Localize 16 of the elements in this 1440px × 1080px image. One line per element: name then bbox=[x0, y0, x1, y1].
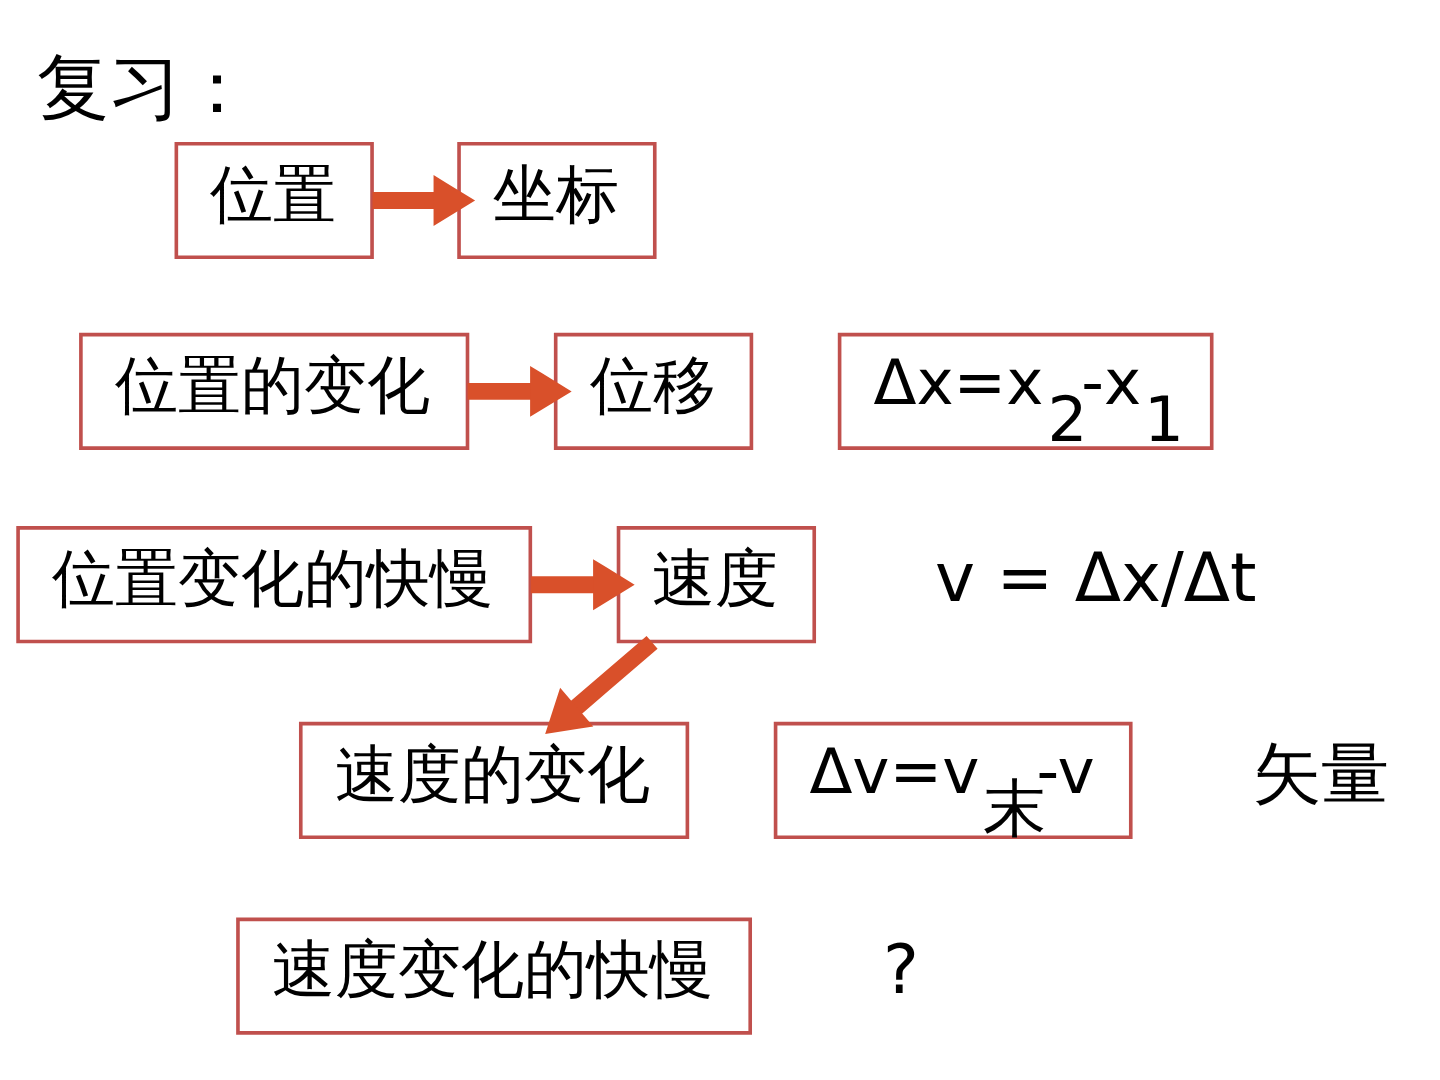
arrow bbox=[530, 559, 635, 611]
diagram-title: 复习： bbox=[37, 45, 254, 130]
arrow bbox=[467, 365, 572, 417]
node-box: 速度 bbox=[616, 526, 817, 644]
arrow bbox=[545, 635, 658, 735]
node-box: 位置 bbox=[174, 141, 374, 260]
label: ? bbox=[883, 929, 919, 1009]
node-box: 速度的变化 bbox=[298, 721, 690, 839]
node-box: 坐标 bbox=[457, 141, 657, 260]
arrow bbox=[372, 175, 476, 226]
node-box: 位置变化的快慢 bbox=[16, 526, 533, 644]
node-box: 位置的变化 bbox=[79, 332, 470, 450]
label: v = Δx/Δt bbox=[935, 538, 1257, 618]
node-box: 速度变化的快慢 bbox=[236, 917, 752, 1035]
label: 矢量 bbox=[1252, 734, 1389, 814]
node-box: 位移 bbox=[553, 332, 754, 450]
